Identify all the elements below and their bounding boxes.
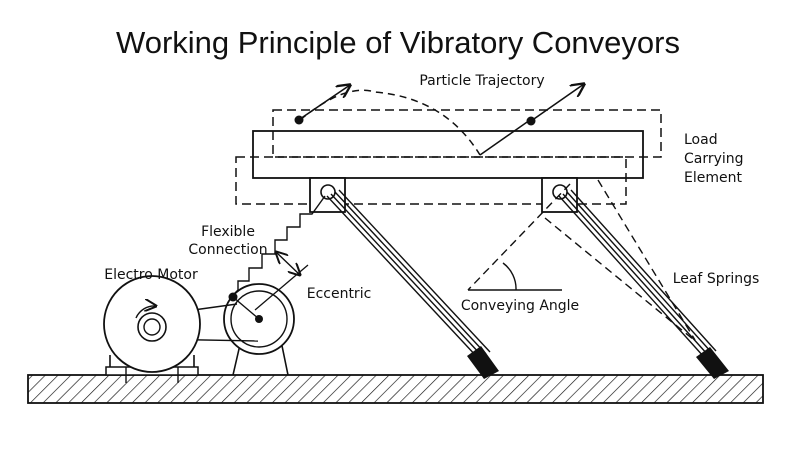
right-leaf-spring-b (562, 193, 709, 356)
flexible-amplitude-arrow (276, 252, 300, 275)
conveying-angle-label: Conveying Angle (461, 298, 579, 314)
eccentric-wheel-inner (230, 290, 288, 348)
particle-dot-right (526, 116, 536, 126)
particle-trajectory-label: Particle Trajectory (419, 73, 544, 89)
load-carrying-element (252, 130, 644, 179)
load-label-line1: Load (684, 132, 718, 148)
ground-hatch (27, 374, 764, 404)
electro-motor-label: Electro Motor (104, 267, 198, 283)
left-leaf-spring-a (326, 195, 479, 359)
motor-rotation-arrow-icon (135, 306, 156, 319)
eccentric-crank (232, 296, 260, 320)
page-title: Working Principle of Vibratory Conveyors (116, 25, 680, 60)
particle-dot-left (294, 115, 304, 125)
conveying-direction-line (467, 183, 571, 291)
conveying-angle-arc (502, 262, 517, 291)
particle-trajectory-return (479, 119, 531, 156)
load-label-line3: Element (684, 170, 742, 186)
flexible-label-line1: Flexible (201, 224, 255, 240)
right-leaf-spring-c (566, 191, 713, 354)
load-label-line2: Carrying (684, 151, 744, 167)
right-leaf-spring-a (558, 195, 705, 358)
spring-deflection-inner (544, 217, 695, 341)
flexible-label-line2: Connection (188, 242, 267, 258)
eccentric-label: Eccentric (307, 286, 372, 302)
right-spring-foot (696, 347, 729, 379)
left-leaf-spring-b (330, 193, 483, 357)
motor-pulley-outer (137, 312, 167, 342)
right-leaf-spring-d (570, 189, 717, 352)
motor-pulley-inner (143, 318, 161, 336)
spring-deflection-outer (597, 179, 696, 341)
trough-lower-position (235, 156, 627, 205)
left-spring-foot (467, 346, 499, 379)
particle-arrow-right (530, 84, 584, 122)
leaf-springs-label: Leaf Springs (673, 271, 760, 287)
eccentric-leader (254, 264, 309, 311)
trough-upper-position (272, 109, 662, 158)
eccentric-pin (228, 292, 238, 302)
particle-arrow-left (299, 85, 350, 120)
left-leaf-spring-c (334, 191, 487, 355)
particle-trajectory-path (299, 89, 481, 156)
left-leaf-spring-d (338, 189, 491, 353)
eccentric-center (255, 315, 263, 323)
